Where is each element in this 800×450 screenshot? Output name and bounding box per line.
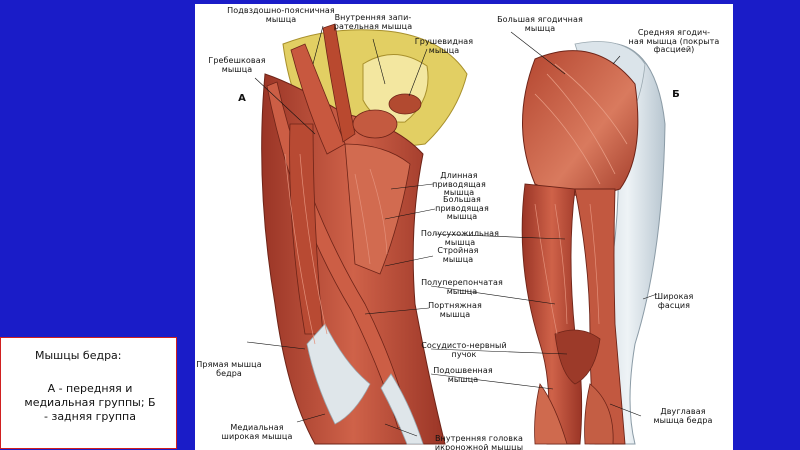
thigh-muscles-illustration	[246, 23, 666, 445]
label-biceps-femoris: Двуглавая мышца бедра	[653, 407, 713, 425]
label-gluteus-maximus: Большая ягодичная мышца	[497, 15, 583, 33]
posterior-view	[521, 41, 666, 445]
caption-box: Мышцы бедра: А - передняя и медиальная г…	[0, 337, 177, 449]
label-gluteus-medius: Средняя ягодич- ная мышца (покрыта фасци…	[628, 28, 720, 54]
label-adductor-magnus: Большая приводящая мышца	[435, 195, 489, 221]
label-gastrocnemius-medial-head: Внутренняя головка икроножной мышцы	[434, 434, 524, 450]
label-neurovascular-bundle: Сосудисто-нервный пучок	[421, 341, 507, 359]
caption-title: Мышцы бедра:	[35, 349, 122, 362]
caption-body: А - передняя и медиальная группы; Б - за…	[24, 382, 156, 423]
label-view-b: Б	[672, 89, 680, 100]
label-iliopsoas: Подвздошно-поясничная мышца	[227, 6, 335, 24]
label-fascia-lata: Широкая фасция	[654, 292, 694, 310]
label-rectus-femoris: Прямая мышца бедра	[196, 360, 262, 378]
label-vastus-medialis: Медиальная широкая мышца	[221, 423, 293, 441]
label-view-a: А	[238, 93, 246, 104]
label-pectineus: Гребешковая мышца	[208, 56, 266, 74]
label-semitendinosus: Полусухожильная мышца	[420, 229, 500, 247]
label-obturator-internus: Внутренняя запи- рательная мышца	[333, 13, 413, 31]
label-plantaris: Подошвенная мышца	[433, 366, 493, 384]
label-sartorius: Портняжная мышца	[428, 301, 482, 319]
label-semimembranosus: Полуперепончатая мышца	[421, 278, 503, 296]
anterior-view	[261, 23, 468, 445]
anatomy-figure: Подвздошно-поясничная мышца Внутренняя з…	[195, 4, 733, 450]
label-gracilis: Стройная мышца	[437, 246, 479, 264]
leader-lines	[246, 25, 658, 437]
label-adductor-longus: Длинная приводящая мышца	[432, 171, 486, 197]
label-piriformis: Грушевидная мышца	[414, 37, 474, 55]
